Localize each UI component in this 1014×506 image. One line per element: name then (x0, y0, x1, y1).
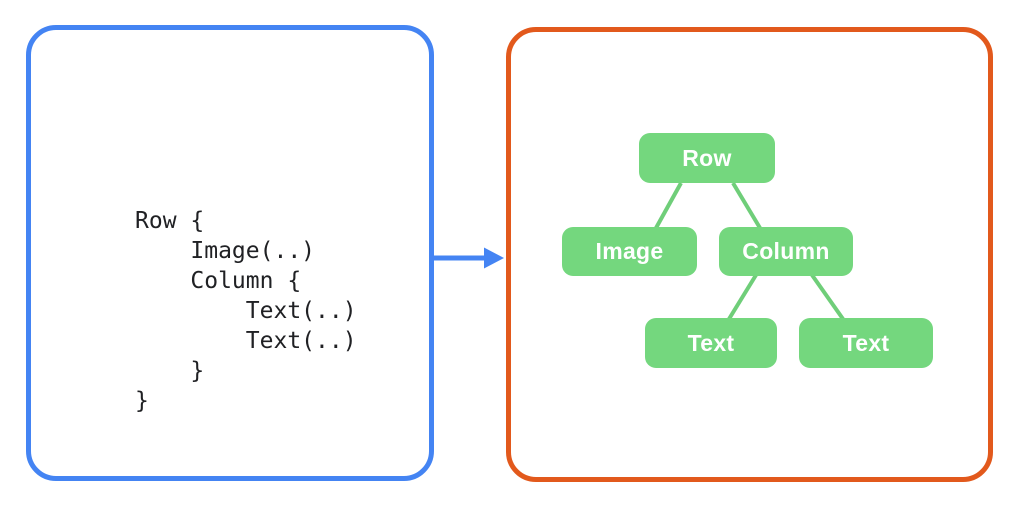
code-block: Row { Image(..) Column { Text(..) Text(.… (135, 206, 357, 416)
code-line: Column { (135, 268, 302, 294)
tree-node-text-second: Text (799, 318, 933, 368)
tree-node-row: Row (639, 133, 775, 183)
code-line: Text(..) (135, 328, 357, 354)
code-line: Text(..) (135, 298, 357, 324)
tree-node-text-first: Text (645, 318, 777, 368)
code-line: } (135, 358, 205, 384)
code-line: Image(..) (135, 238, 316, 264)
tree-node-image: Image (562, 227, 697, 276)
code-line: Row { (135, 208, 205, 234)
code-panel: Row { Image(..) Column { Text(..) Text(.… (26, 25, 434, 481)
tree-node-column: Column (719, 227, 853, 276)
code-line: } (135, 388, 149, 414)
arrow-right-icon (433, 247, 504, 269)
